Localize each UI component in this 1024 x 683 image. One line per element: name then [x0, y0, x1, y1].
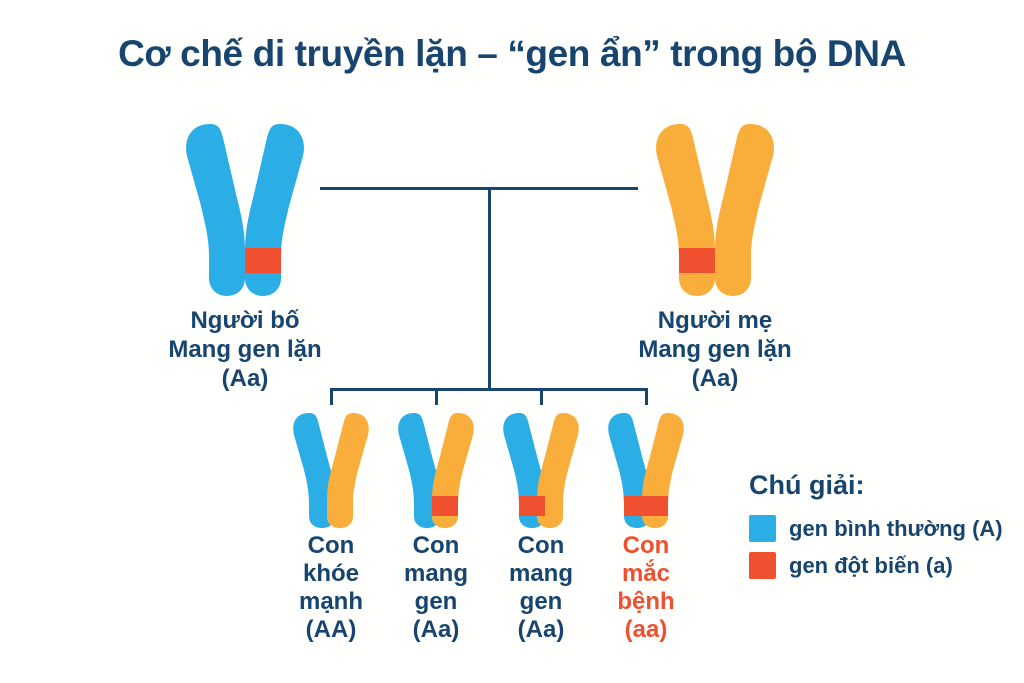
child-3-chromosome-icon	[503, 413, 579, 528]
descent-line	[488, 187, 491, 390]
child-3-label: Con mang gen (Aa)	[508, 532, 573, 644]
mother-chromosome-icon	[656, 124, 774, 296]
legend: Chú giải: gen bình thường (A) gen đột bi…	[749, 470, 1024, 589]
legend-title: Chú giải:	[749, 470, 865, 500]
parent-union-line	[320, 187, 638, 190]
child-1-chromosome-icon	[293, 413, 369, 528]
father-chromatid-left	[186, 124, 245, 296]
child-2-chromatid-left	[398, 413, 440, 528]
child-2-mutant-band-right	[432, 496, 474, 516]
mutant-gene-swatch-icon	[749, 552, 776, 579]
child-3-chromatid-right	[537, 413, 579, 528]
sibship-line	[330, 388, 648, 391]
mother-label: Người mẹ Mang gen lặn (Aa)	[638, 307, 792, 393]
father-label: Người bố Mang gen lặn (Aa)	[168, 307, 322, 393]
normal-gene-swatch-icon	[749, 515, 776, 542]
child-2-chromosome-icon	[398, 413, 474, 528]
mother-node: Người mẹ Mang gen lặn (Aa)	[585, 110, 845, 393]
sibling-stub-3	[540, 388, 543, 405]
child-1-node: Con khóe mạnh (AA)	[279, 408, 383, 644]
sibling-stub-1	[330, 388, 333, 405]
child-1-label: Con khóe mạnh (AA)	[298, 532, 363, 644]
child-3-mutant-band-left	[503, 496, 546, 516]
sibling-stub-2	[435, 388, 438, 405]
child-3-node: Con mang gen (Aa)	[489, 408, 593, 644]
legend-item-normal-gene: gen bình thường (A)	[749, 515, 1024, 542]
legend-item-mutant-gene: gen đột biến (a)	[749, 552, 1024, 579]
child-2-node: Con mang gen (Aa)	[384, 408, 488, 644]
child-4-chromosome-icon	[608, 413, 684, 528]
child-4-label: Con mắc bệnh (aa)	[617, 532, 675, 644]
legend-item-mutant-gene-label: gen đột biến (a)	[789, 552, 953, 578]
child-1-chromatid-left	[293, 413, 335, 528]
child-4-mutant-band-right	[642, 496, 684, 516]
child-1-chromatid-right	[327, 413, 369, 528]
father-chromosome-icon	[186, 124, 304, 296]
father-node: Người bố Mang gen lặn (Aa)	[115, 110, 375, 393]
sibling-stub-4	[645, 388, 648, 405]
page-title: Cơ chế di truyền lặn – “gen ẩn” trong bộ…	[118, 33, 906, 74]
child-4-node: Con mắc bệnh (aa)	[594, 408, 698, 644]
mother-chromatid-right	[715, 124, 774, 296]
legend-item-normal-gene-label: gen bình thường (A)	[789, 515, 1003, 541]
child-2-label: Con mang gen (Aa)	[403, 532, 468, 644]
